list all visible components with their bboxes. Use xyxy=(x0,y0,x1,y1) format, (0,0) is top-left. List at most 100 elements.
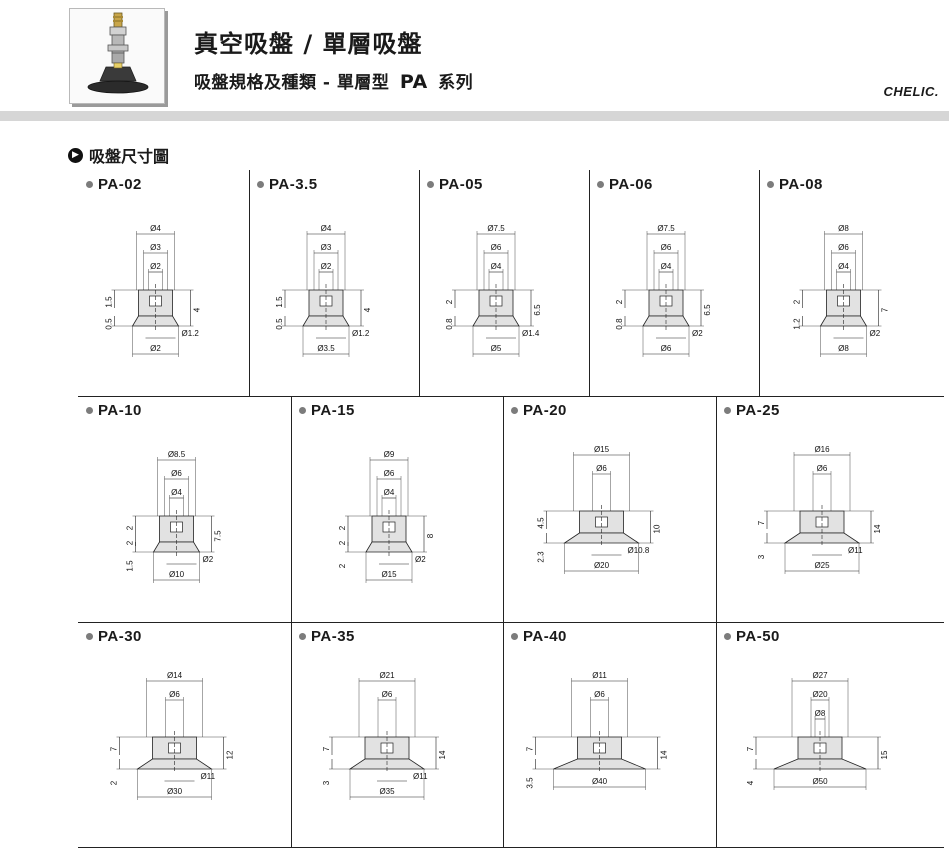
model-name: PA-25 xyxy=(736,402,780,419)
dimension-label: Ø4 xyxy=(321,224,332,233)
grid-divider xyxy=(419,170,420,396)
bullet-dot-icon xyxy=(86,407,93,414)
section-heading: ▶ 吸盤尺寸圖 xyxy=(68,143,169,167)
dimension-label: Ø6 xyxy=(384,469,395,478)
dimension-label: 7.5 xyxy=(214,530,223,542)
model-name: PA-30 xyxy=(98,628,142,645)
dimension-label: 14 xyxy=(660,750,669,759)
dimension-label: 7 xyxy=(746,746,755,751)
brand-logo: CHELIC. xyxy=(883,84,939,99)
model-title: PA-40 xyxy=(511,628,567,645)
model-title: PA-15 xyxy=(299,402,355,419)
dimension-label: Ø21 xyxy=(379,671,395,680)
dimension-label: 1.5 xyxy=(105,296,114,308)
dimension-label: 7 xyxy=(881,307,890,312)
bullet-dot-icon xyxy=(86,633,93,640)
dimension-label: Ø1.4 xyxy=(522,329,540,338)
model-name: PA-08 xyxy=(779,176,823,193)
dimension-label: Ø6 xyxy=(382,690,393,699)
dimension-label: Ø6 xyxy=(838,243,849,252)
dimension-label: Ø10 xyxy=(169,570,185,579)
bullet-dot-icon xyxy=(427,181,434,188)
dimension-label: 7 xyxy=(322,746,331,751)
dimension-label: Ø6 xyxy=(169,690,180,699)
dimension-label: 6.5 xyxy=(703,304,712,316)
model-title: PA-08 xyxy=(767,176,823,193)
dimension-label: 3 xyxy=(757,554,766,559)
dimension-label: 7 xyxy=(526,746,535,751)
dimension-label: Ø4 xyxy=(384,488,395,497)
model-name: PA-35 xyxy=(311,628,355,645)
dimension-label: Ø9 xyxy=(384,450,395,459)
dimension-label: Ø15 xyxy=(594,445,610,454)
dimension-label: 0.8 xyxy=(445,318,454,330)
product-photo xyxy=(69,8,165,104)
bullet-dot-icon xyxy=(86,181,93,188)
dimension-label: 1.5 xyxy=(275,296,284,308)
dimension-label: Ø2 xyxy=(692,329,703,338)
dimension-label: 2 xyxy=(338,563,347,568)
dimension-label: Ø6 xyxy=(661,243,672,252)
dimension-label: Ø7.5 xyxy=(487,224,505,233)
dimension-label: Ø27 xyxy=(812,671,828,680)
dimension-label: Ø20 xyxy=(812,690,828,699)
subtitle-suffix: 系列 xyxy=(438,73,474,93)
dimension-label: 6.5 xyxy=(533,304,542,316)
dimension-label: Ø11 xyxy=(848,546,863,555)
dimension-label: Ø11 xyxy=(592,671,607,680)
dimension-label: Ø25 xyxy=(814,561,830,570)
section-title: 吸盤尺寸圖 xyxy=(89,147,170,166)
dimension-label: Ø6 xyxy=(594,690,605,699)
dimension-label: Ø6 xyxy=(661,344,672,353)
dimension-label: Ø2 xyxy=(150,262,161,271)
bullet-dot-icon xyxy=(511,407,518,414)
model-title: PA-50 xyxy=(724,628,780,645)
dimension-label: Ø16 xyxy=(814,445,830,454)
dimension-label: Ø1.2 xyxy=(352,329,370,338)
dimension-label: 2 xyxy=(615,299,624,304)
model-name: PA-15 xyxy=(311,402,355,419)
dimension-label: Ø2 xyxy=(415,555,426,564)
dimension-label: Ø4 xyxy=(838,262,849,271)
dimension-label: 2 xyxy=(110,780,119,785)
model-title: PA-10 xyxy=(86,402,142,419)
dimension-label: Ø8 xyxy=(838,344,849,353)
dimension-label: Ø2 xyxy=(870,329,881,338)
dimension-label: 2 xyxy=(338,525,347,530)
play-bullet-icon: ▶ xyxy=(68,147,83,163)
dimension-label: Ø40 xyxy=(592,777,608,786)
model-name: PA-3.5 xyxy=(269,176,318,193)
header-divider xyxy=(0,111,949,121)
page-subtitle: 吸盤規格及種類 - 單層型 PA 系列 xyxy=(194,68,473,93)
grid-divider xyxy=(78,847,944,848)
dimension-label: 2 xyxy=(793,299,802,304)
dimension-label: Ø50 xyxy=(812,777,828,786)
grid-divider xyxy=(78,622,944,623)
model-title: PA-02 xyxy=(86,176,142,193)
dimension-label: Ø11 xyxy=(413,772,428,781)
dimension-label: 4 xyxy=(746,780,755,785)
model-title: PA-35 xyxy=(299,628,355,645)
grid-divider xyxy=(249,170,250,396)
dimension-label: Ø6 xyxy=(491,243,502,252)
dimension-label: Ø8 xyxy=(815,709,826,718)
model-title: PA-30 xyxy=(86,628,142,645)
model-name: PA-06 xyxy=(609,176,653,193)
dimension-label: 2 xyxy=(126,525,135,530)
dimension-label: Ø1.2 xyxy=(182,329,200,338)
grid-divider xyxy=(589,170,590,396)
model-title: PA-3.5 xyxy=(257,176,318,193)
